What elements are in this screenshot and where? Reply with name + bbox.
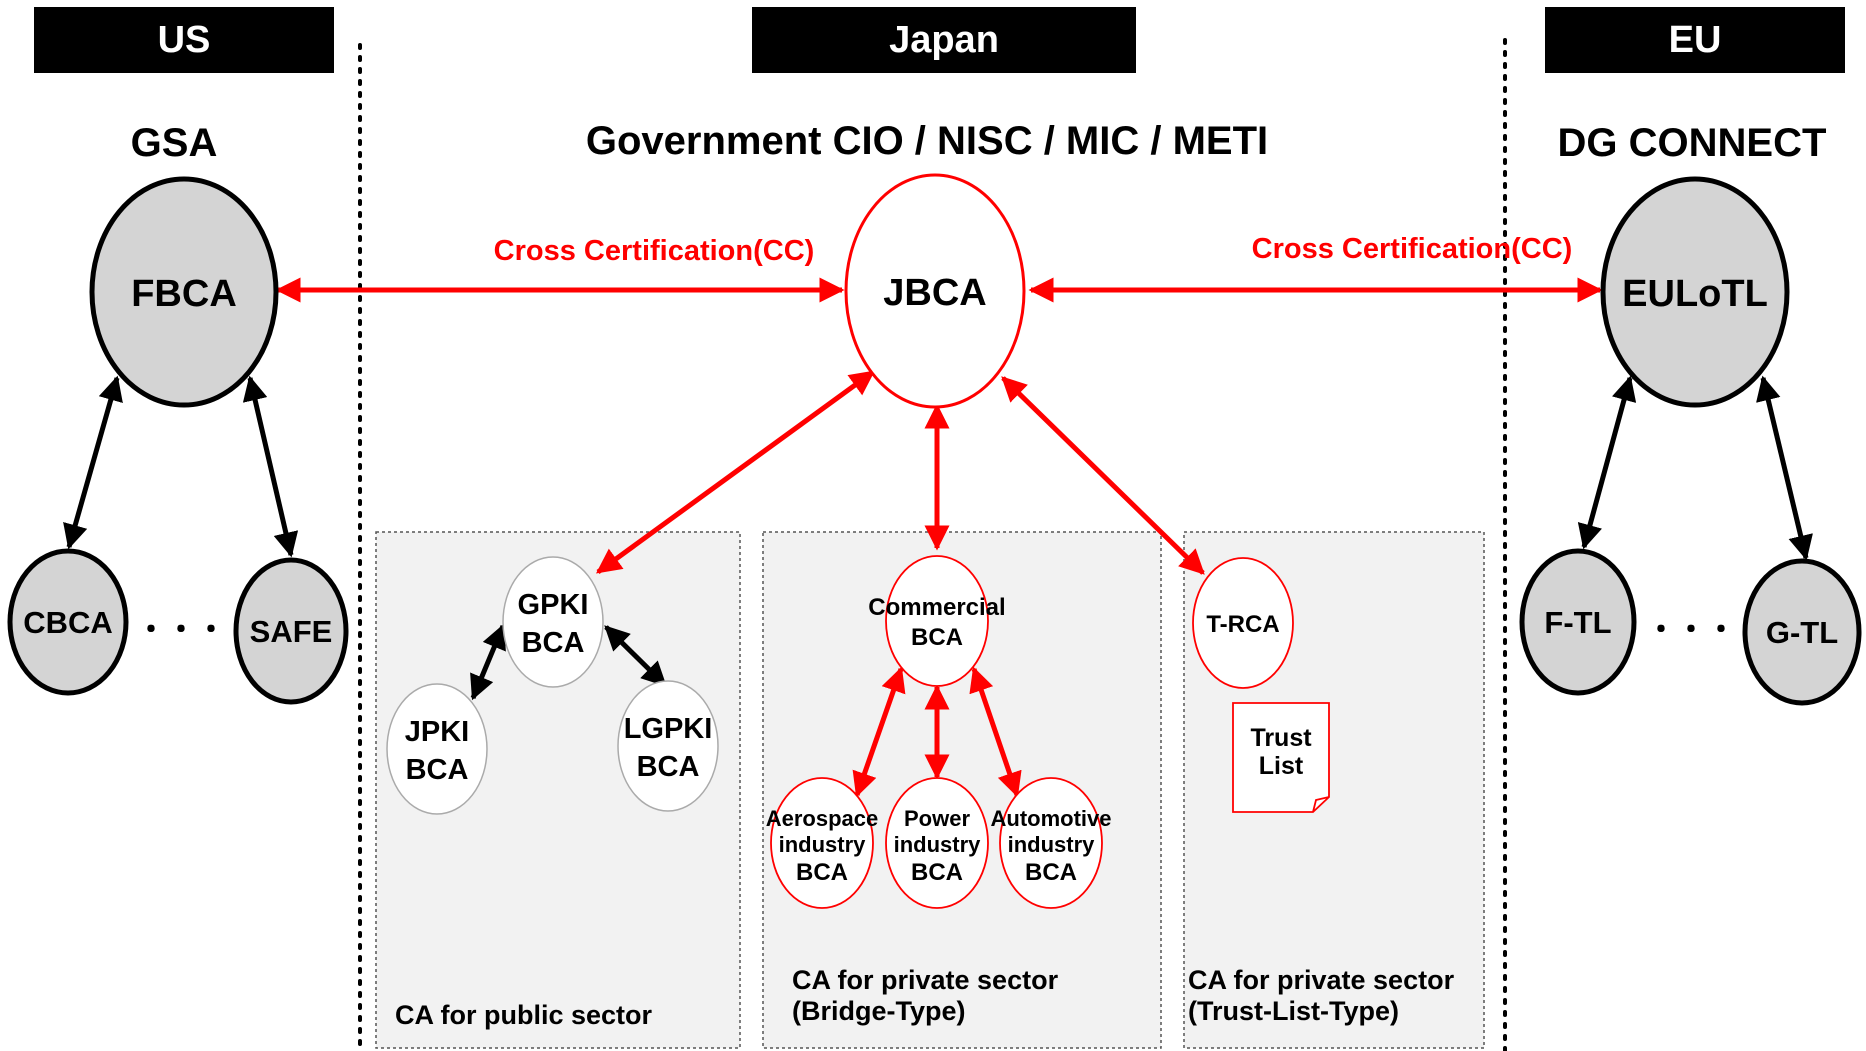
node-fbca: FBCA xyxy=(89,176,279,408)
node-automotive-line2: industry xyxy=(1008,832,1096,857)
node-gpki-line1: GPKI xyxy=(518,589,589,621)
node-aerospace-bca: Aerospace industry BCA xyxy=(766,777,879,909)
node-eulotl: EULoTL xyxy=(1600,176,1790,408)
node-gpki-line2: BCA xyxy=(522,627,585,659)
authority-japan: Government CIO / NISC / MIC / METI xyxy=(586,119,1268,163)
authority-eu: DG CONNECT xyxy=(1558,121,1827,165)
node-safe: SAFE xyxy=(233,557,349,705)
trust-list-line2: List xyxy=(1259,752,1304,780)
authority-us: GSA xyxy=(131,121,218,165)
node-commercial-bca: Commercial BCA xyxy=(868,555,1006,687)
arrow-commercial-aerospace xyxy=(852,666,906,798)
arrow-eulotl-ftl xyxy=(1577,375,1637,550)
node-power-line2: industry xyxy=(894,832,982,857)
us-ellipsis: ・・・ xyxy=(136,614,226,647)
node-gtl-label: G-TL xyxy=(1766,615,1838,650)
cc-label-left: Cross Certification(CC) xyxy=(494,235,815,267)
node-trca: T-RCA xyxy=(1192,557,1294,689)
region-label-eu: EU xyxy=(1669,19,1722,61)
node-aerospace-line1: Aerospace xyxy=(766,806,879,831)
node-jbca-label: JBCA xyxy=(883,272,986,314)
node-automotive-bca: Automotive industry BCA xyxy=(991,777,1112,909)
node-jbca: JBCA xyxy=(844,173,1026,409)
arrow-eulotl-gtl xyxy=(1756,375,1813,561)
arrow-commercial-automotive xyxy=(969,666,1022,798)
arrow-gpki-lgpki xyxy=(604,625,667,687)
node-jpki-line1: JPKI xyxy=(405,716,469,748)
trust-list-document-icon: Trust List xyxy=(1232,702,1330,813)
node-automotive-line1: Automotive xyxy=(991,806,1112,831)
arrow-jbca-gpki xyxy=(595,369,876,575)
node-jpki-line2: BCA xyxy=(406,754,469,786)
node-trca-label: T-RCA xyxy=(1206,611,1279,638)
node-fbca-label: FBCA xyxy=(131,273,237,315)
node-gtl: G-TL xyxy=(1742,558,1862,706)
eu-ellipsis: ・・・ xyxy=(1646,614,1736,647)
node-commercial-line1: Commercial xyxy=(868,594,1005,621)
node-cbca-label: CBCA xyxy=(23,605,113,640)
node-power-bca: Power industry BCA xyxy=(885,777,989,909)
box-trust-caption-line1: CA for private sector xyxy=(1188,965,1455,995)
node-commercial-line2: BCA xyxy=(911,624,963,651)
box-public-caption: CA for public sector xyxy=(395,1000,653,1030)
region-label-japan: Japan xyxy=(889,19,999,61)
node-power-line1: Power xyxy=(904,806,970,831)
arrow-fbca-safe xyxy=(242,375,299,558)
region-header-japan: Japan xyxy=(752,7,1136,73)
node-ftl: F-TL xyxy=(1519,548,1637,696)
node-cbca: CBCA xyxy=(7,548,129,696)
node-power-line3: BCA xyxy=(911,859,963,886)
node-safe-label: SAFE xyxy=(250,614,333,649)
arrow-fbca-cbca xyxy=(63,375,123,550)
node-aerospace-line2: industry xyxy=(779,832,867,857)
node-eulotl-label: EULoTL xyxy=(1622,273,1768,315)
trust-list-line1: Trust xyxy=(1250,724,1312,752)
node-lgpki-line2: BCA xyxy=(637,751,700,783)
node-lgpki-line1: LGPKI xyxy=(624,713,713,745)
region-header-eu: EU xyxy=(1545,7,1845,73)
node-jpki-bca: JPKI BCA xyxy=(386,683,488,815)
cc-label-right: Cross Certification(CC) xyxy=(1252,233,1573,265)
region-label-us: US xyxy=(158,19,211,61)
box-bridge-caption-line1: CA for private sector xyxy=(792,965,1059,995)
arrow-jbca-trca xyxy=(1001,376,1205,575)
node-automotive-line3: BCA xyxy=(1025,859,1077,886)
node-lgpki-bca: LGPKI BCA xyxy=(617,680,719,812)
node-gpki-bca: GPKI BCA xyxy=(502,556,604,688)
node-ftl-label: F-TL xyxy=(1544,605,1611,640)
box-bridge-caption-line2: (Bridge-Type) xyxy=(792,996,966,1026)
node-aerospace-line3: BCA xyxy=(796,859,848,886)
box-trust-caption-line2: (Trust-List-Type) xyxy=(1188,996,1399,1026)
region-header-us: US xyxy=(34,7,334,73)
arrow-gpki-jpki xyxy=(470,623,506,701)
